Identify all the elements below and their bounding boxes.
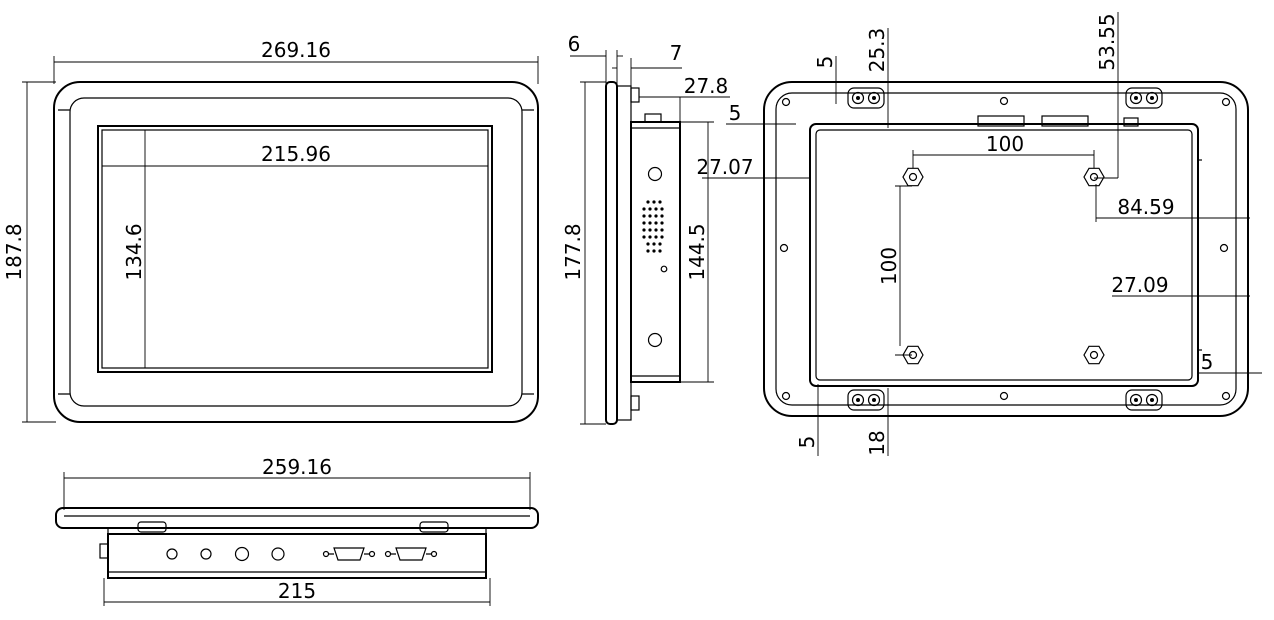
back-bottom-margin-label: 5: [795, 436, 819, 449]
side-hole-top: [647, 166, 663, 182]
back-frame-screws: [779, 96, 1231, 401]
front-frame-corner-marks: [58, 109, 534, 395]
vesa-nut-bottom-right: [1083, 345, 1105, 365]
bottom-view: 259.16 215: [55, 455, 539, 606]
front-inner-frame: [69, 97, 523, 407]
back-vesa-h-label: 100: [986, 132, 1024, 156]
back-right-margin-label: 5: [1201, 350, 1214, 374]
bottom-side-tab: [99, 543, 109, 559]
bottom-clip-left: [137, 521, 167, 533]
side-bezel-label: 6: [568, 32, 581, 56]
back-body: [809, 123, 1199, 387]
front-screen-area: [97, 125, 493, 373]
bottom-clip-right: [419, 521, 449, 533]
side-bezel: [605, 81, 618, 425]
back-clip-bottom-left: [847, 389, 885, 411]
vesa-nut-top-left: [902, 167, 924, 187]
back-right-body-label: 27.09: [1111, 273, 1168, 297]
front-view: 269.16 187.8 215.96 134.6: [2, 38, 539, 423]
side-frame: [616, 85, 632, 421]
bottom-bezel: [55, 507, 539, 529]
back-top-margin-label: 5: [813, 56, 837, 69]
back-clip-top-right: [1125, 87, 1163, 109]
back-inner-frame: [775, 92, 1237, 406]
bottom-port-2: [200, 548, 212, 560]
back-left-margin-label: 5: [729, 101, 742, 125]
front-width-label: 269.16: [261, 38, 331, 62]
bottom-serial-port-2: [384, 547, 438, 561]
back-top-offset-label: 25.3: [865, 28, 889, 73]
back-right-offset-label: 84.59: [1117, 195, 1174, 219]
side-height-label: 177.8: [561, 223, 585, 280]
back-clip-top-left: [847, 87, 885, 109]
bottom-body-width-label: 215: [278, 579, 316, 603]
side-body: [630, 121, 681, 383]
back-vesa-offset-label: 53.55: [1095, 13, 1119, 70]
bottom-width-label: 259.16: [262, 455, 332, 479]
front-outer-frame: [53, 81, 539, 423]
back-connector-1: [977, 115, 1025, 127]
bottom-port-4: [271, 547, 285, 561]
side-view: 6 7 27.8 177.8 144.5: [561, 32, 730, 425]
speaker-grille: [642, 200, 664, 253]
back-outer-frame: [763, 81, 1249, 417]
back-bottom-offset-label: 18: [865, 430, 889, 455]
front-screen-inner: [101, 129, 489, 369]
side-depth-label: 7: [670, 41, 683, 65]
front-height-label: 187.8: [2, 223, 26, 280]
back-left-offset-label: 27.07: [696, 155, 753, 179]
screen-width-label: 215.96: [261, 142, 331, 166]
back-connector-3: [1123, 117, 1139, 127]
side-hole-bottom: [647, 332, 663, 348]
screen-height-label: 134.6: [122, 223, 146, 280]
side-body-label: 27.8: [684, 74, 729, 98]
side-clip-top: [630, 87, 640, 103]
bottom-port-3: [234, 546, 250, 562]
back-vesa-v-label: 100: [877, 247, 901, 285]
back-connector-2: [1041, 115, 1089, 127]
side-connector: [644, 113, 662, 123]
bottom-port-1: [166, 548, 178, 560]
back-clip-bottom-right: [1125, 389, 1163, 411]
bottom-serial-port-1: [322, 547, 376, 561]
side-led: [660, 265, 668, 273]
side-clip-bottom: [630, 395, 640, 411]
back-view: 5 25.3 53.55 5 27.07 100 100 84.59 27.09…: [696, 12, 1262, 456]
vesa-nut-top-right: [1083, 167, 1105, 187]
side-body-height-label: 144.5: [685, 223, 709, 280]
